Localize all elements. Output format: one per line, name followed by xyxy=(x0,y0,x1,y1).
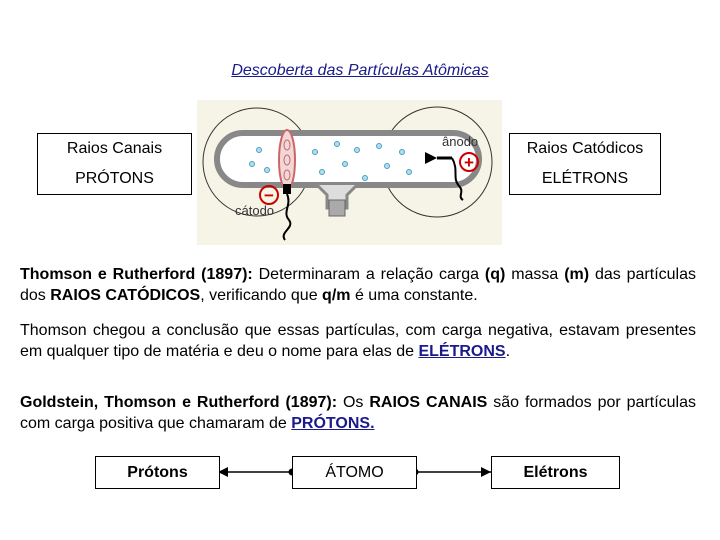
anode-wire xyxy=(451,157,464,201)
protons-highlight: PRÓTONS. xyxy=(291,415,375,432)
paragraph3-lead: Goldstein, Thomson e Rutherford (1897): xyxy=(20,394,338,411)
paragraph-goldstein: Goldstein, Thomson e Rutherford (1897): … xyxy=(20,392,696,434)
paragraph1-rays: RAIOS CATÓDICOS xyxy=(50,287,201,304)
minus-sign-icon: − xyxy=(264,186,274,205)
atom-box: ÁTOMO xyxy=(292,456,417,489)
protons-box: Prótons xyxy=(95,456,220,489)
left-arrow-icon xyxy=(218,467,228,477)
paragraph1-lead: Thomson e Rutherford (1897): xyxy=(20,266,253,283)
paragraph3-text-a: Os xyxy=(337,394,370,411)
cathode-wire xyxy=(282,193,292,241)
plus-sign-icon: + xyxy=(464,153,474,172)
electrons-highlight: ELÉTRONS xyxy=(418,343,506,360)
paragraph3-rays: RAIOS CANAIS xyxy=(369,394,488,411)
discharge-tube-illustration: + − ânodo cátodo xyxy=(202,106,493,241)
discharge-tube-figure: + − ânodo cátodo xyxy=(197,100,502,245)
protons-label: PRÓTONS xyxy=(75,170,154,187)
anode-electrode xyxy=(425,152,437,164)
paragraph1-q: (q) xyxy=(484,266,506,283)
minus-circle xyxy=(259,185,279,205)
paragraph1-m: (m) xyxy=(564,266,590,283)
paragraph2-end: . xyxy=(505,343,511,360)
cathode-rays-box: Raios Catódicos ELÉTRONS xyxy=(509,133,661,195)
paragraph1-qm: q/m xyxy=(322,287,351,304)
right-arrow-icon xyxy=(481,467,491,477)
plus-circle xyxy=(459,152,479,172)
paragraph1-text-a: Determinaram a relação carga xyxy=(252,266,485,283)
paragraph1-text-d: , verificando que xyxy=(200,287,323,304)
paragraph-thomson-rutherford: Thomson e Rutherford (1897): Determinara… xyxy=(20,264,696,306)
outlet-valve xyxy=(328,199,346,217)
paragraph2-text: Thomson chegou a conclusão que essas par… xyxy=(20,322,696,360)
canal-rays-label: Raios Canais xyxy=(66,140,163,157)
page-title: Descoberta das Partículas Atômicas xyxy=(231,62,489,79)
paragraph1-text-c: das partículas dos xyxy=(20,266,697,304)
paragraph-thomson-conclusion: Thomson chegou a conclusão que essas par… xyxy=(20,320,696,362)
paragraph1-text-b: massa xyxy=(505,266,565,283)
canal-rays-box: Raios Canais PRÓTONS xyxy=(37,133,192,195)
cathode-connector xyxy=(283,184,291,194)
paragraph3-text-b: são formados por partículas com carga po… xyxy=(20,394,697,432)
electrons-box: Elétrons xyxy=(491,456,620,489)
particles xyxy=(249,141,412,181)
cathode-rays-label: Raios Catódicos xyxy=(526,140,644,157)
paragraph1-text-e: é uma constante. xyxy=(350,287,478,304)
cathode-label: cátodo xyxy=(235,203,274,218)
electrons-label: ELÉTRONS xyxy=(541,170,629,187)
anode-label: ânodo xyxy=(442,134,478,149)
